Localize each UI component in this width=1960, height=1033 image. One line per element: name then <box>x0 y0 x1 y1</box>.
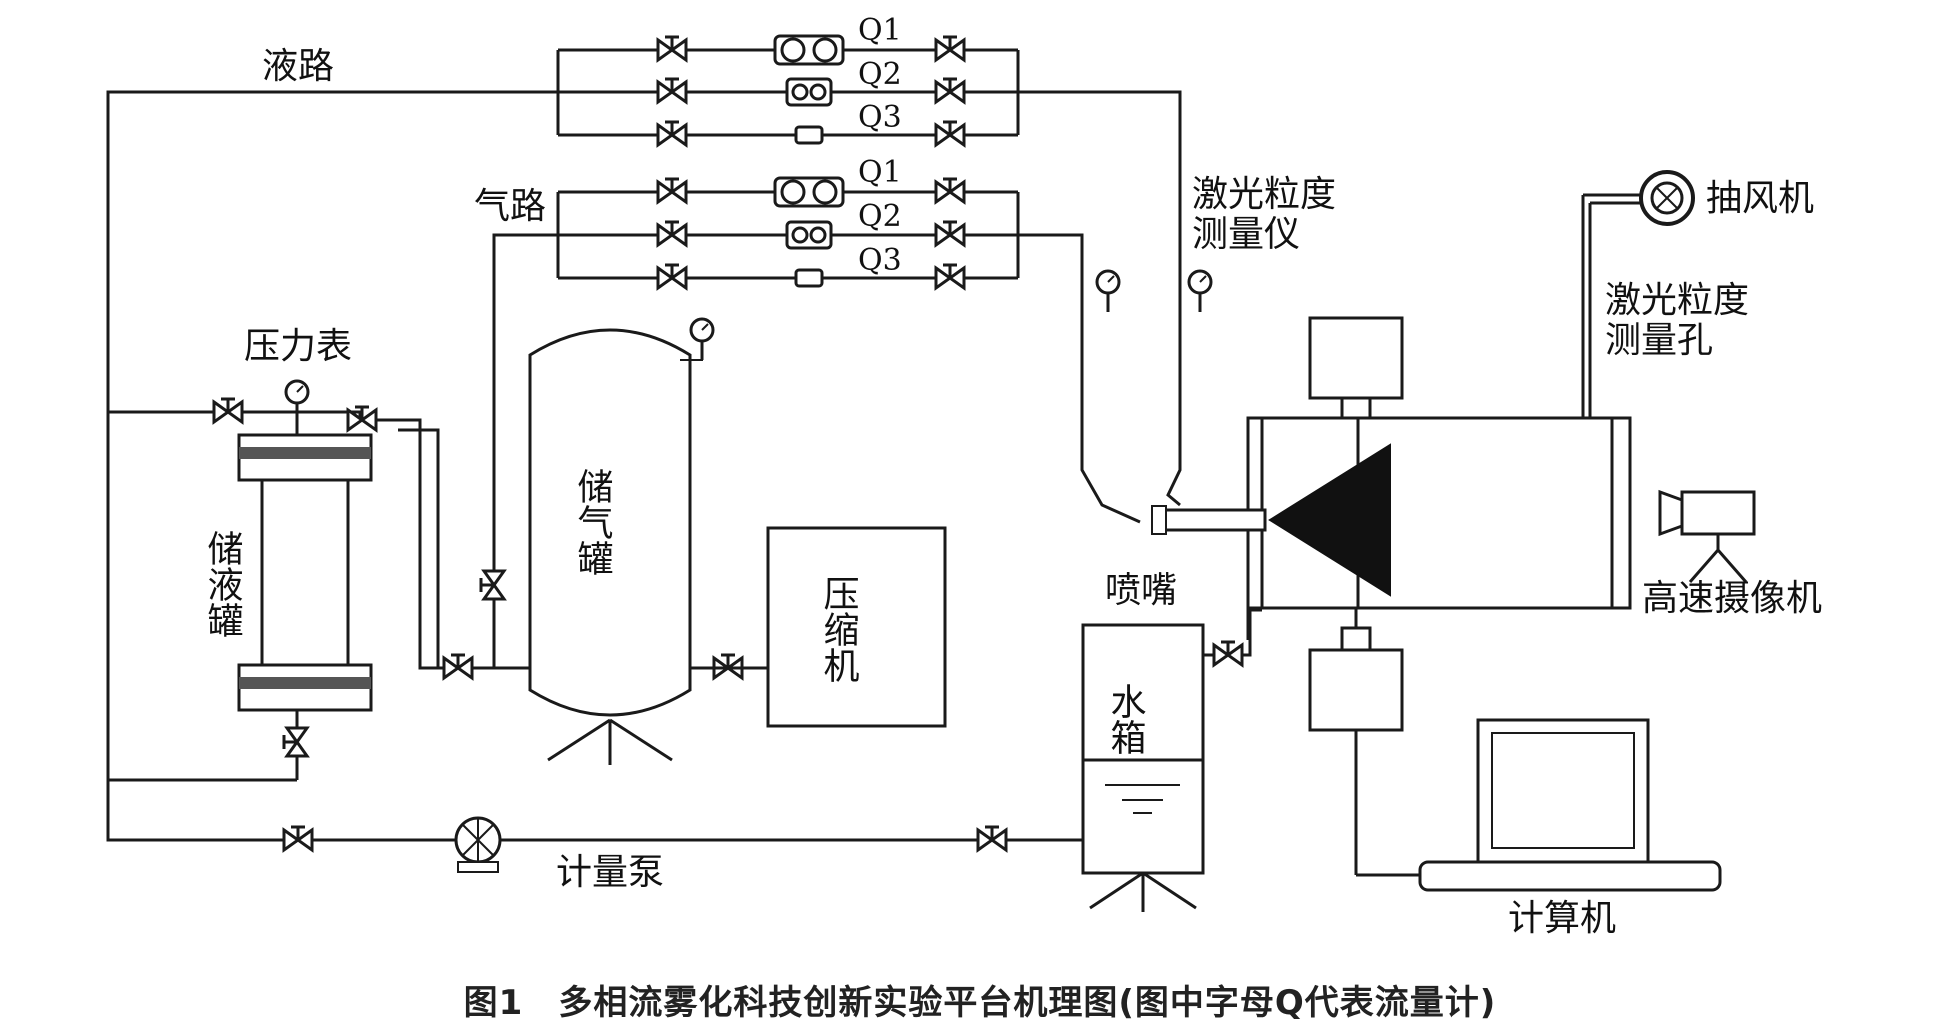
label-laser-hole-line2: 测量孔 <box>1605 320 1713 361</box>
exhaust-fan: 抽风机 激光粒度 测量孔 <box>1581 170 1814 418</box>
gas-manifold: Q1 Q2 Q3 <box>556 155 1020 290</box>
label-laser-meter-line2: 测量仪 <box>1192 214 1300 255</box>
flowmeter-q2-liquid <box>785 77 833 107</box>
metering-pump: 计量泵 <box>454 816 664 893</box>
liquid-storage-tank: 压力表 储液罐 <box>202 326 438 712</box>
label-q1-gas: Q1 <box>858 155 902 190</box>
label-exhaust-fan: 抽风机 <box>1706 178 1814 219</box>
flowmeter-q3-liquid <box>794 125 824 145</box>
label-q3-gas: Q3 <box>858 243 902 278</box>
label-liquid-tank: 储液罐 <box>202 530 244 638</box>
label-high-speed-camera: 高速摄像机 <box>1642 578 1822 619</box>
gas-path-piping <box>398 233 1141 680</box>
compressor: 压缩机 <box>766 526 947 728</box>
label-nozzle: 喷嘴 <box>1105 570 1177 611</box>
label-q1-liquid: Q1 <box>858 13 902 48</box>
label-water-tank: 水箱 <box>1105 683 1146 755</box>
spray-chamber <box>1151 316 1632 732</box>
flowmeter-q2-gas <box>785 220 833 250</box>
label-q2-liquid: Q2 <box>858 57 902 92</box>
computer: 计算机 <box>1354 718 1722 939</box>
label-laser-hole-line1: 激光粒度 <box>1605 280 1749 321</box>
label-q2-gas: Q2 <box>858 199 902 234</box>
label-q3-liquid: Q3 <box>858 100 902 135</box>
liquid-manifold: Q1 Q2 Q3 <box>556 13 1020 147</box>
label-metering-pump: 计量泵 <box>556 852 664 893</box>
flowmeter-q1-liquid <box>773 34 845 66</box>
flowmeter-q3-gas <box>794 268 824 288</box>
high-speed-camera: 高速摄像机 <box>1642 489 1822 619</box>
label-pressure-gauge: 压力表 <box>244 326 352 367</box>
label-gas-tank: 储气罐 <box>572 468 614 576</box>
label-compressor: 压缩机 <box>818 575 859 683</box>
flowmeter-q1-gas <box>773 176 845 208</box>
mechanism-diagram: Q1 Q2 Q3 Q1 Q2 Q3 <box>106 13 1822 939</box>
figure-caption: 图1 多相流雾化科技创新实验平台机理图(图中字母Q代表流量计) <box>463 983 1497 1023</box>
label-liquid-path: 液路 <box>262 46 334 87</box>
gas-storage-tank: 储气罐 <box>528 317 715 765</box>
label-computer: 计算机 <box>1508 898 1616 939</box>
label-laser-meter-line1: 激光粒度 <box>1192 174 1336 215</box>
water-tank: 水箱 喷嘴 <box>1081 570 1262 912</box>
label-gas-path: 气路 <box>474 186 546 227</box>
liquid-path-piping <box>106 90 1182 852</box>
